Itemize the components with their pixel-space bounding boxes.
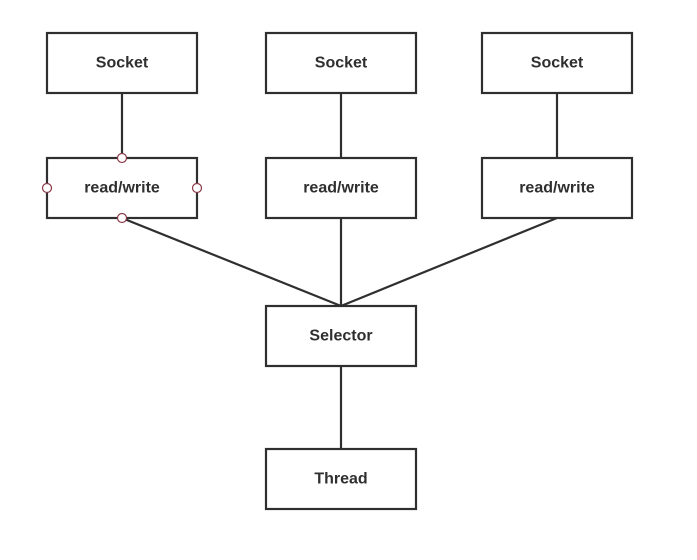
channel-label-2: read/write <box>303 180 379 197</box>
channel-label-3: read/write <box>519 180 595 197</box>
edge-channel3-selector <box>340 216 558 308</box>
channel-node-1[interactable]: read/write <box>45 156 199 220</box>
thread-node[interactable]: Thread <box>264 447 418 511</box>
socket-label-3: Socket <box>531 55 584 72</box>
channel-label-1: read/write <box>84 180 160 197</box>
selector-node[interactable]: Selector <box>264 304 418 368</box>
thread-label: Thread <box>314 471 367 488</box>
socket-label-1: Socket <box>96 55 149 72</box>
edge-channel1-selector <box>121 216 342 308</box>
connection-handle-top[interactable] <box>116 152 128 164</box>
socket-node-2[interactable]: Socket <box>264 31 418 95</box>
connection-handle-right[interactable] <box>191 182 203 194</box>
connection-handle-bottom[interactable] <box>116 212 128 224</box>
socket-node-1[interactable]: Socket <box>45 31 199 95</box>
connectors <box>120 93 559 449</box>
selection-handles[interactable] <box>41 152 203 224</box>
socket-label-2: Socket <box>315 55 368 72</box>
channel-node-2[interactable]: read/write <box>264 156 418 220</box>
channel-node-3[interactable]: read/write <box>480 156 634 220</box>
connection-handle-left[interactable] <box>41 182 53 194</box>
selector-label: Selector <box>309 328 372 345</box>
socket-node-3[interactable]: Socket <box>480 31 634 95</box>
